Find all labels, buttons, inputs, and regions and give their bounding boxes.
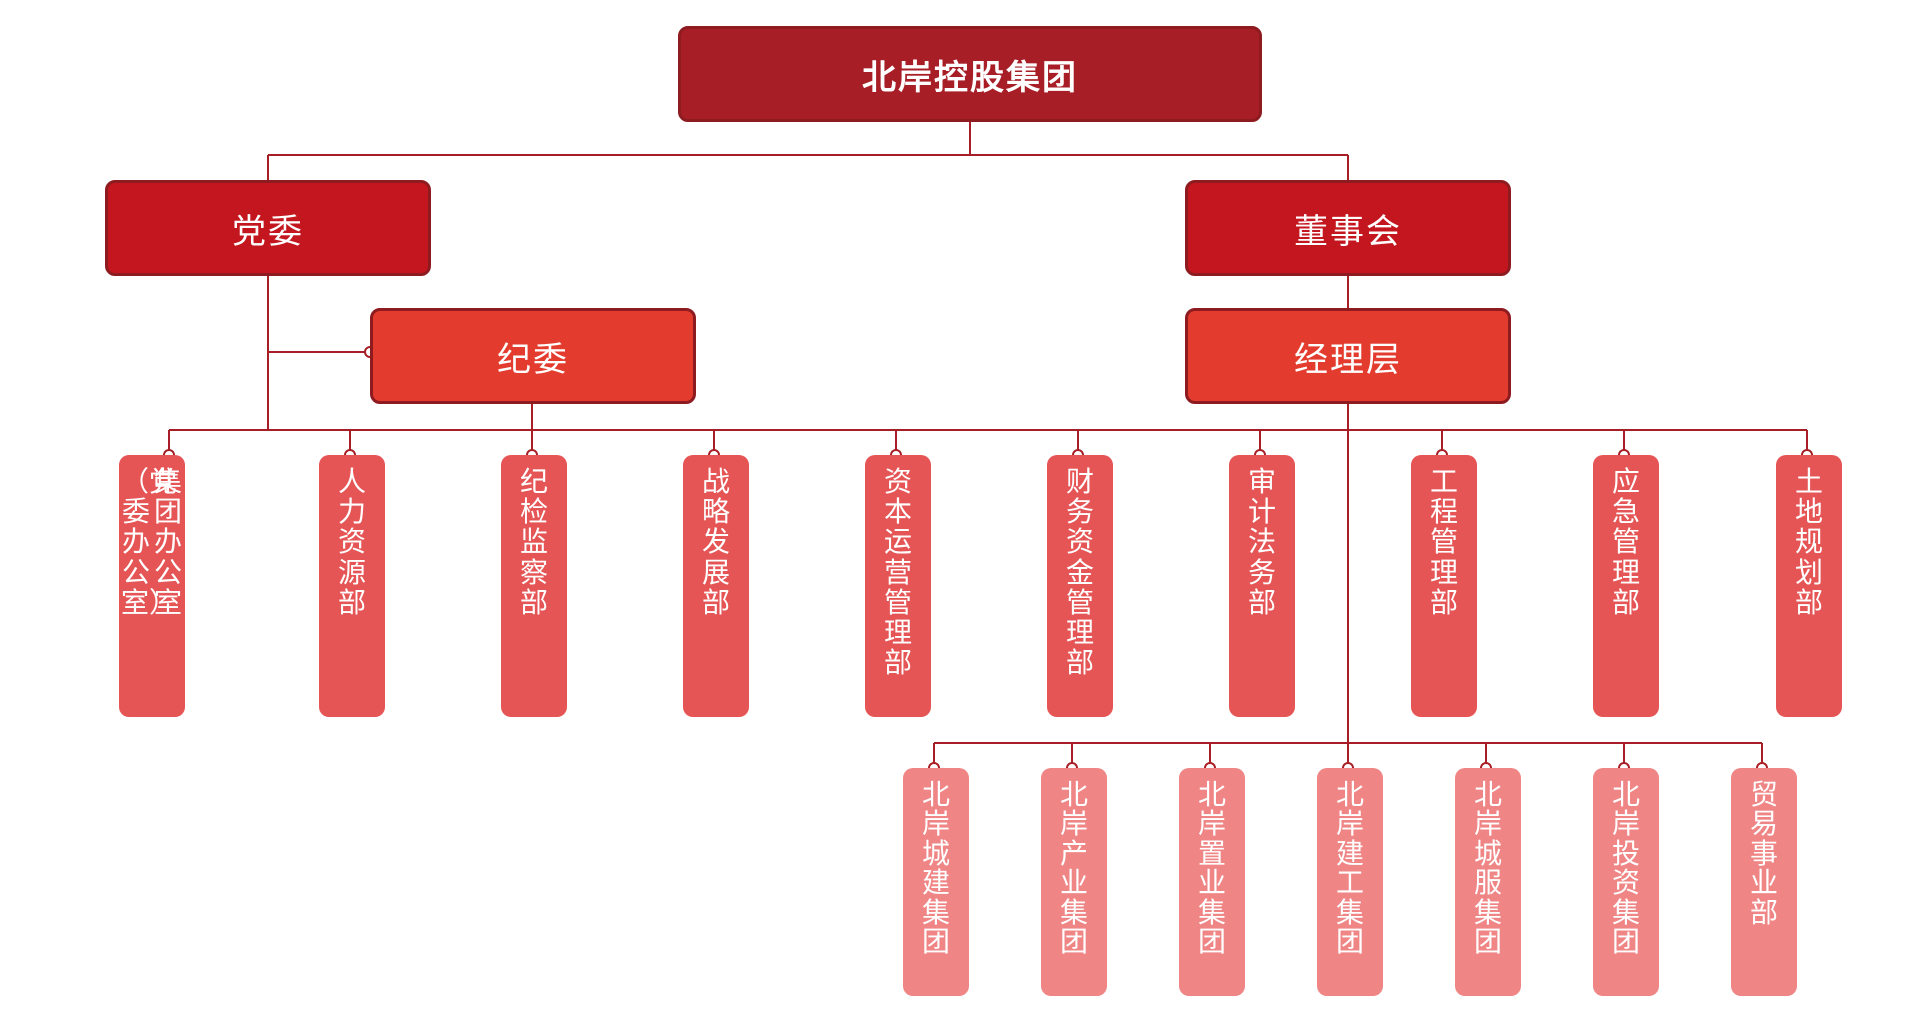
dept-emergency: 应急管理部 xyxy=(1593,455,1659,717)
subsidiary-label: 北岸投资集团 xyxy=(1611,778,1640,958)
subsidiary-industry: 北岸产业集团 xyxy=(1041,768,1107,996)
dept-label-secondary: （党委办公室） xyxy=(121,465,178,619)
dept-label: 纪检监察部 xyxy=(519,465,548,619)
dept-label: 集团办公室 xyxy=(153,465,182,619)
subsidiary-real-estate: 北岸置业集团 xyxy=(1179,768,1245,996)
dept-label: 战略发展部 xyxy=(701,465,730,619)
dept-audit-legal: 审计法务部 xyxy=(1229,455,1295,717)
dept-label: 人力资源部 xyxy=(337,465,366,619)
dept-discipline-inspection: 纪检监察部 xyxy=(501,455,567,717)
dept-capital-operations: 资本运营管理部 xyxy=(865,455,931,717)
subsidiary-label: 北岸置业集团 xyxy=(1197,778,1226,958)
node-discipline-committee-label: 纪委 xyxy=(497,339,569,380)
dept-label: 土地规划部 xyxy=(1794,465,1823,619)
node-root-label: 北岸控股集团 xyxy=(862,57,1078,98)
dept-general-office: 集团办公室 （党委办公室） xyxy=(119,455,185,717)
subsidiary-investment: 北岸投资集团 xyxy=(1593,768,1659,996)
subsidiary-label: 北岸城建集团 xyxy=(921,778,950,958)
subsidiary-city-services: 北岸城服集团 xyxy=(1455,768,1521,996)
dept-land-planning: 土地规划部 xyxy=(1776,455,1842,717)
node-board: 董事会 xyxy=(1185,180,1511,276)
subsidiary-label: 北岸产业集团 xyxy=(1059,778,1088,958)
node-discipline-committee: 纪委 xyxy=(370,308,696,404)
dept-finance: 财务资金管理部 xyxy=(1047,455,1113,717)
node-board-label: 董事会 xyxy=(1294,211,1402,252)
dept-engineering: 工程管理部 xyxy=(1411,455,1477,717)
subsidiary-construction-engineering: 北岸建工集团 xyxy=(1317,768,1383,996)
node-root: 北岸控股集团 xyxy=(678,26,1262,122)
dept-label: 资本运营管理部 xyxy=(883,465,912,680)
dept-label: 工程管理部 xyxy=(1429,465,1458,619)
dept-label: 审计法务部 xyxy=(1247,465,1276,619)
node-party-committee: 党委 xyxy=(105,180,431,276)
dept-label: 应急管理部 xyxy=(1611,465,1640,619)
dept-human-resources: 人力资源部 xyxy=(319,455,385,717)
subsidiary-label: 北岸建工集团 xyxy=(1335,778,1364,958)
subsidiary-label: 贸易事业部 xyxy=(1749,778,1778,929)
dept-strategy: 战略发展部 xyxy=(683,455,749,717)
node-management: 经理层 xyxy=(1185,308,1511,404)
subsidiary-trade-division: 贸易事业部 xyxy=(1731,768,1797,996)
subsidiary-urban-construction: 北岸城建集团 xyxy=(903,768,969,996)
node-management-label: 经理层 xyxy=(1294,339,1402,380)
dept-label: 财务资金管理部 xyxy=(1065,465,1094,680)
subsidiary-label: 北岸城服集团 xyxy=(1473,778,1502,958)
node-party-committee-label: 党委 xyxy=(232,211,304,252)
